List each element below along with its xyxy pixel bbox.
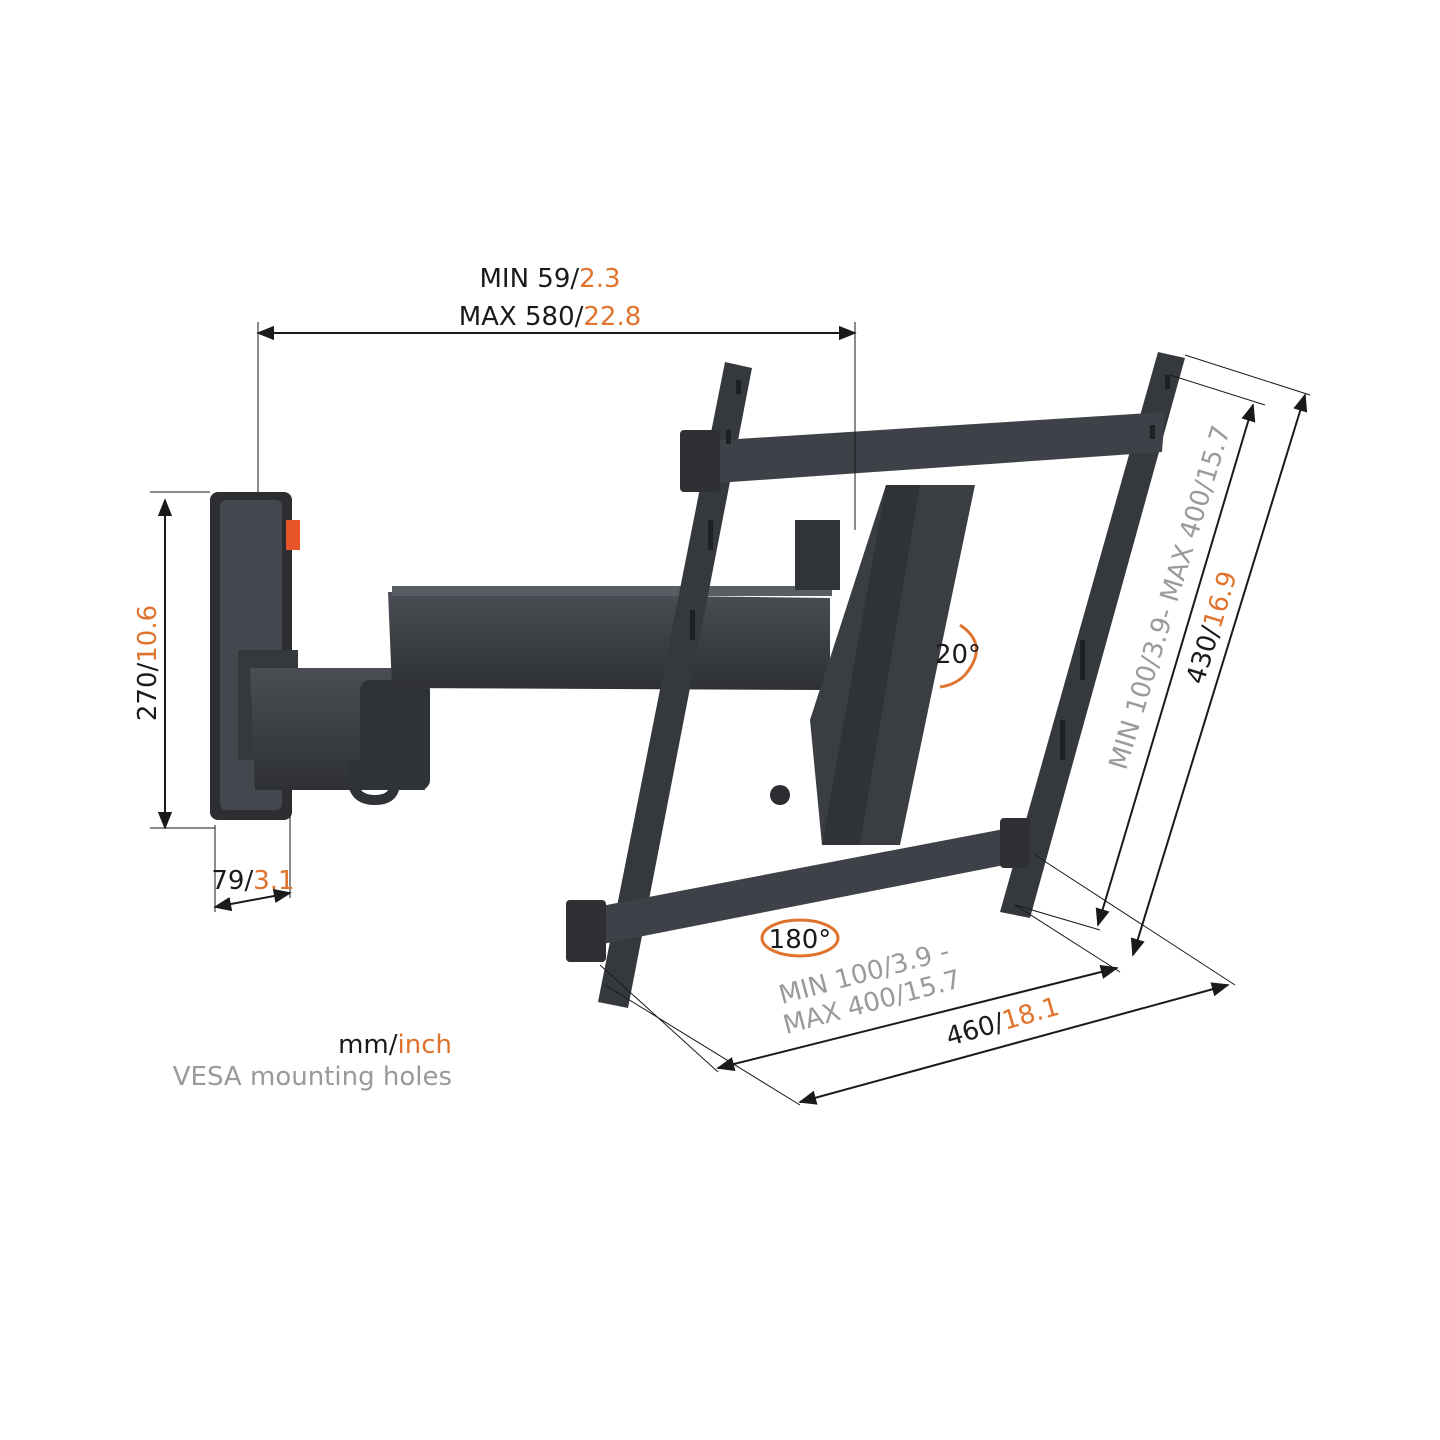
- swivel-arc-icon: [760, 918, 840, 958]
- plate-depth-label: 79/3.1: [211, 866, 294, 896]
- swivel-label: 180°: [769, 925, 832, 955]
- top-bar: [688, 412, 1165, 485]
- plate-depth-arrow: [213, 888, 292, 912]
- outer-arm: [388, 592, 830, 690]
- bracket-width-label: 460/18.1: [943, 992, 1063, 1053]
- plate-height-label: 270/10.6: [133, 605, 163, 721]
- tilt-arc-icon: [939, 623, 978, 689]
- arm-depth-min: MIN 59/2.3: [479, 264, 620, 294]
- arm-depth-max: MAX 580/22.8: [459, 302, 642, 332]
- bottom-bar: [570, 824, 1030, 950]
- bracket-width-arrow: [798, 982, 1230, 1105]
- orange-lock-tab: [286, 520, 300, 550]
- dimension-lines: [150, 322, 1311, 1106]
- tilt-label: 20°: [935, 640, 981, 670]
- left-rail: [598, 362, 752, 1008]
- product-illustration: [210, 352, 1185, 1008]
- legend-units: mm/inch: [338, 1030, 452, 1060]
- bracket-height-arrow: [1130, 393, 1308, 957]
- legend-vesa: VESA mounting holes: [173, 1062, 452, 1092]
